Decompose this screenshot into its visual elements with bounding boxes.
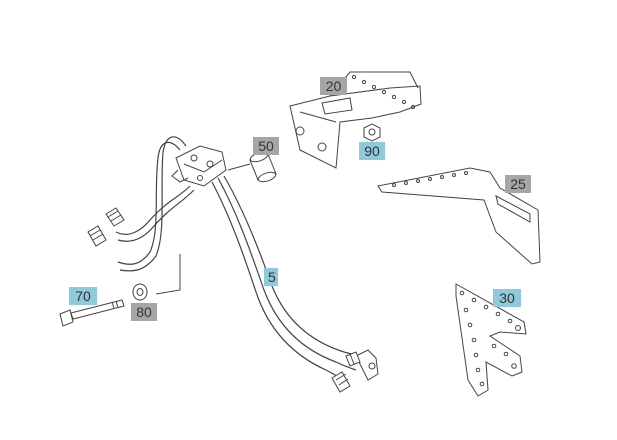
washer-part-80 (132, 283, 148, 301)
bracket-part-20 (289, 71, 422, 169)
callout-20[interactable]: 20 (320, 77, 347, 95)
callout-25[interactable]: 25 (505, 175, 531, 193)
bolt-part-70 (59, 299, 125, 327)
callout-80[interactable]: 80 (131, 303, 157, 321)
callout-90[interactable]: 90 (359, 142, 385, 160)
bracket-part-25 (377, 167, 541, 265)
callout-50[interactable]: 50 (253, 137, 279, 155)
leader-line-bolt (155, 254, 181, 295)
line-assembly-part-5 (87, 136, 379, 393)
fitting-bottom (331, 371, 351, 393)
fitting-right-elbow (345, 349, 379, 381)
callout-70[interactable]: 70 (69, 287, 97, 305)
fitting-left-upper (105, 207, 125, 227)
spacer-part-50 (227, 151, 277, 183)
callout-5[interactable]: 5 (264, 268, 278, 286)
fitting-left-lower (87, 225, 107, 247)
nut-part-90 (363, 123, 381, 142)
plate-part-30 (455, 283, 527, 397)
callout-30[interactable]: 30 (493, 289, 521, 307)
